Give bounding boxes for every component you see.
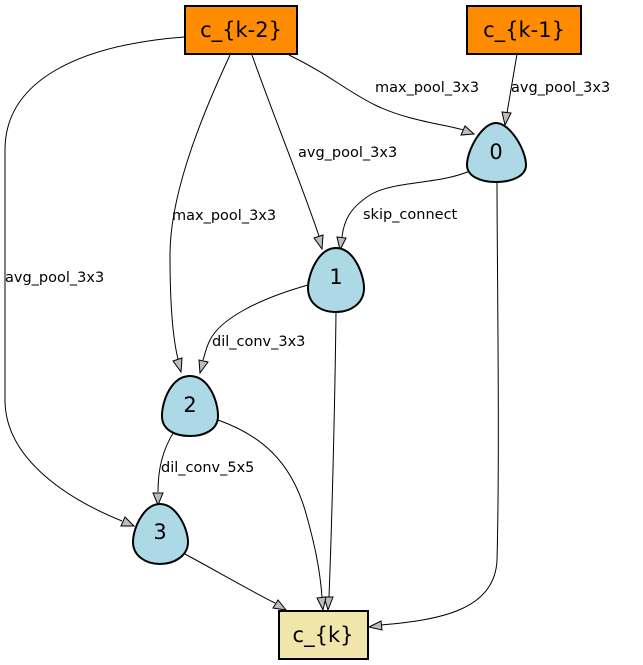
node-input-ck1: c_{k-1} (466, 5, 582, 55)
node-label: 3 (153, 520, 166, 544)
edge-0-to-ck (367, 180, 499, 631)
node-output-ck: c_{k} (278, 610, 369, 660)
arrowhead (313, 234, 324, 251)
edge-label: avg_pool_3x3 (511, 80, 610, 96)
node-0: 0 (465, 121, 528, 184)
arrowhead (367, 620, 383, 631)
node-label: 2 (183, 393, 196, 417)
node-2: 2 (160, 374, 220, 438)
arrowhead (152, 492, 164, 507)
arrowhead (198, 359, 209, 375)
edge-label: avg_pool_3x3 (298, 145, 397, 161)
node-1: 1 (306, 246, 366, 314)
edge-ck2-to-1: avg_pool_3x3 (251, 54, 397, 251)
edge-2-to-ck (217, 419, 327, 612)
edge-label: dil_conv_5x5 (161, 460, 254, 476)
state-node-shape (465, 121, 528, 184)
node-label: c_{k} (293, 623, 354, 648)
node-3: 3 (131, 502, 190, 566)
edge-ck2-to-2: max_pool_3x3 (169, 54, 276, 374)
edge-1-to-2: dil_conv_3x3 (198, 284, 309, 375)
edge-1-to-ck (323, 311, 337, 612)
node-label: 0 (489, 140, 502, 164)
edge-ck1-to-0: avg_pool_3x3 (501, 53, 610, 127)
edge-label: avg_pool_3x3 (5, 270, 104, 286)
edge-label: skip_connect (363, 207, 458, 223)
node-label: c_{k-2} (200, 18, 282, 43)
node-label: 1 (329, 265, 342, 289)
edge-ck2-to-3: avg_pool_3x3 (4, 36, 185, 527)
arrowhead (120, 516, 136, 527)
edge-label: max_pool_3x3 (375, 80, 479, 96)
arrowhead (323, 596, 334, 612)
edge-3-to-ck (182, 552, 288, 611)
edge-ck2-to-0: max_pool_3x3 (288, 54, 479, 136)
edge-label: max_pool_3x3 (172, 208, 276, 224)
node-input-ck2: c_{k-2} (184, 5, 298, 55)
edge-2-to-3: dil_conv_5x5 (152, 429, 254, 507)
node-label: c_{k-1} (483, 18, 565, 43)
input-box (466, 5, 582, 55)
arrowhead (460, 125, 476, 136)
input-box (184, 5, 298, 55)
arrowhead (316, 596, 327, 612)
state-node-shape (131, 502, 190, 566)
state-node-shape (160, 374, 220, 438)
output-box (278, 610, 369, 660)
arrowhead (272, 599, 288, 611)
edge-0-to-1: skip_connect (336, 169, 473, 252)
arrowhead (336, 236, 347, 252)
state-node-shape (306, 246, 366, 314)
arrowhead (501, 111, 512, 127)
edge-label: dil_conv_3x3 (212, 334, 305, 350)
arrowhead (172, 357, 183, 374)
